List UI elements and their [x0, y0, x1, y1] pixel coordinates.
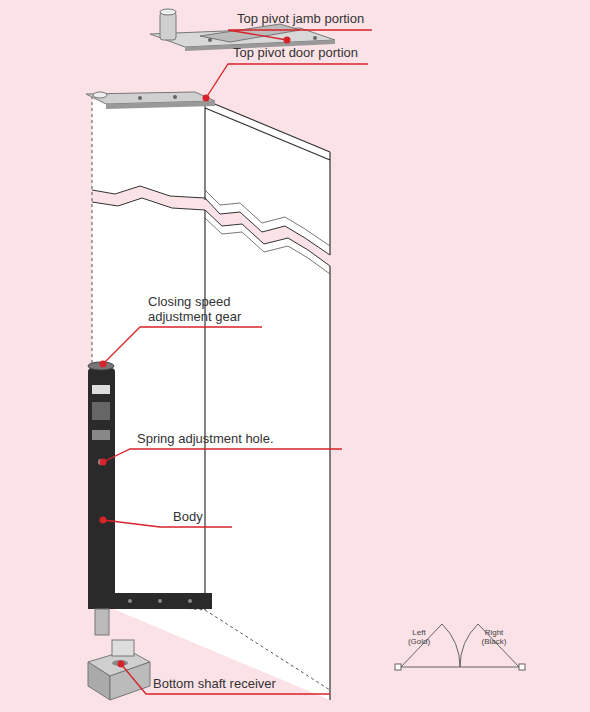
part-label: Closing speed adjustment gear	[148, 294, 266, 324]
screw	[208, 38, 212, 42]
receiver-plate	[112, 640, 134, 656]
leader-line	[103, 30, 372, 694]
leader-dot	[100, 37, 291, 668]
closer-body	[88, 368, 115, 598]
part-label: Spring adjustment hole.	[137, 431, 274, 446]
body-sticker	[92, 430, 110, 440]
part-label: Top pivot jamb portion	[237, 11, 364, 26]
part-label: Body	[173, 509, 203, 524]
bottom-shaft	[95, 609, 109, 635]
break-line	[92, 198, 330, 266]
screw	[188, 599, 192, 603]
receiver	[110, 662, 150, 700]
swing-label: Right (Black)	[478, 628, 510, 646]
screw	[138, 96, 142, 100]
pivot-socket	[93, 92, 107, 98]
swing-label: Left (Gold)	[404, 628, 434, 646]
screw	[158, 599, 162, 603]
screw	[313, 36, 317, 40]
closer-arm	[88, 593, 212, 609]
part-label: Top pivot door portion	[233, 45, 358, 60]
break-line	[205, 218, 330, 274]
door-edge	[205, 210, 330, 700]
receiver	[88, 662, 110, 700]
swing-symbol	[395, 624, 525, 670]
part-label: Bottom shaft receiver	[153, 676, 276, 691]
door-plate	[106, 101, 215, 109]
pivot-pin	[160, 12, 176, 40]
screw	[128, 599, 132, 603]
screw	[173, 95, 177, 99]
pivot-pin	[160, 9, 176, 15]
body-sticker	[92, 402, 110, 420]
body-sticker	[92, 385, 110, 394]
